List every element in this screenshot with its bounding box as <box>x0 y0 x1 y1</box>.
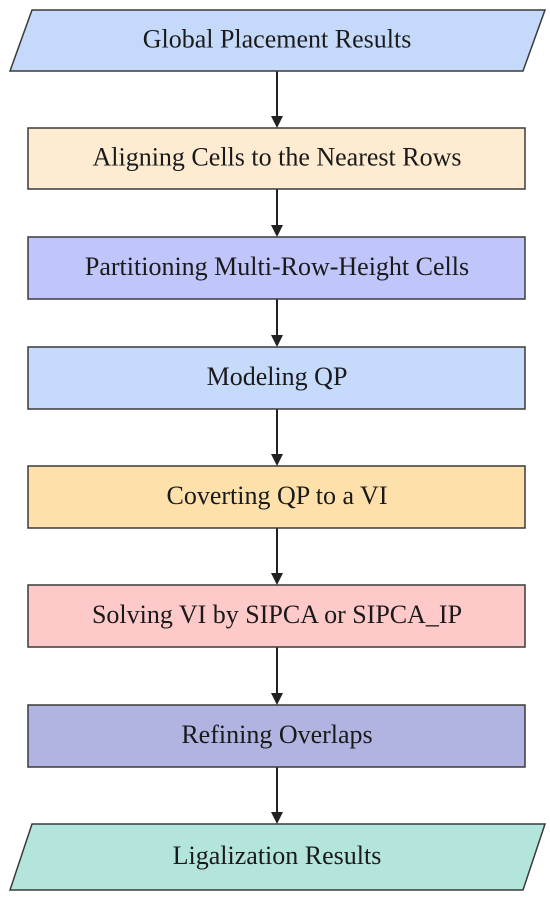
flow-node-convert: Coverting QP to a VI <box>27 465 526 529</box>
edge-layer <box>271 71 283 824</box>
node-label: Ligalization Results <box>173 841 382 870</box>
flow-node-end: Ligalization Results <box>8 823 547 891</box>
node-label: Global Placement Results <box>143 24 412 53</box>
node-rect <box>27 584 526 648</box>
flow-node-refine: Refining Overlaps <box>27 704 526 768</box>
node-label: Coverting QP to a VI <box>167 481 388 510</box>
arrow-head-icon <box>271 116 283 128</box>
flow-edge-model-to-convert <box>271 409 283 466</box>
flow-edge-align-to-partition <box>271 189 283 237</box>
node-rect <box>27 704 526 768</box>
flow-edge-refine-to-end <box>271 767 283 824</box>
node-label: Modeling QP <box>207 362 348 391</box>
flow-edge-solve-to-refine <box>271 647 283 705</box>
arrow-head-icon <box>271 225 283 237</box>
arrow-head-icon <box>271 693 283 705</box>
node-label: Aligning Cells to the Nearest Rows <box>92 142 461 171</box>
flow-node-solve: Solving VI by SIPCA or SIPCA_IP <box>27 584 526 648</box>
node-label: Refining Overlaps <box>181 720 372 749</box>
node-parallelogram <box>8 9 547 72</box>
node-parallelogram <box>8 823 547 891</box>
node-rect <box>27 236 526 300</box>
flow-edge-convert-to-solve <box>271 528 283 585</box>
node-rect <box>27 346 526 410</box>
arrow-head-icon <box>271 573 283 585</box>
flow-edge-partition-to-model <box>271 299 283 347</box>
node-label: Solving VI by SIPCA or SIPCA_IP <box>92 600 462 629</box>
arrow-head-icon <box>271 812 283 824</box>
flow-node-model: Modeling QP <box>27 346 526 410</box>
node-rect <box>27 465 526 529</box>
node-label: Partitioning Multi-Row-Height Cells <box>85 252 469 281</box>
flow-node-align: Aligning Cells to the Nearest Rows <box>27 127 526 190</box>
arrow-head-icon <box>271 454 283 466</box>
flow-node-partition: Partitioning Multi-Row-Height Cells <box>27 236 526 300</box>
flow-edge-start-to-align <box>271 71 283 128</box>
node-rect <box>27 127 526 190</box>
flow-node-start: Global Placement Results <box>8 9 547 72</box>
arrow-head-icon <box>271 335 283 347</box>
